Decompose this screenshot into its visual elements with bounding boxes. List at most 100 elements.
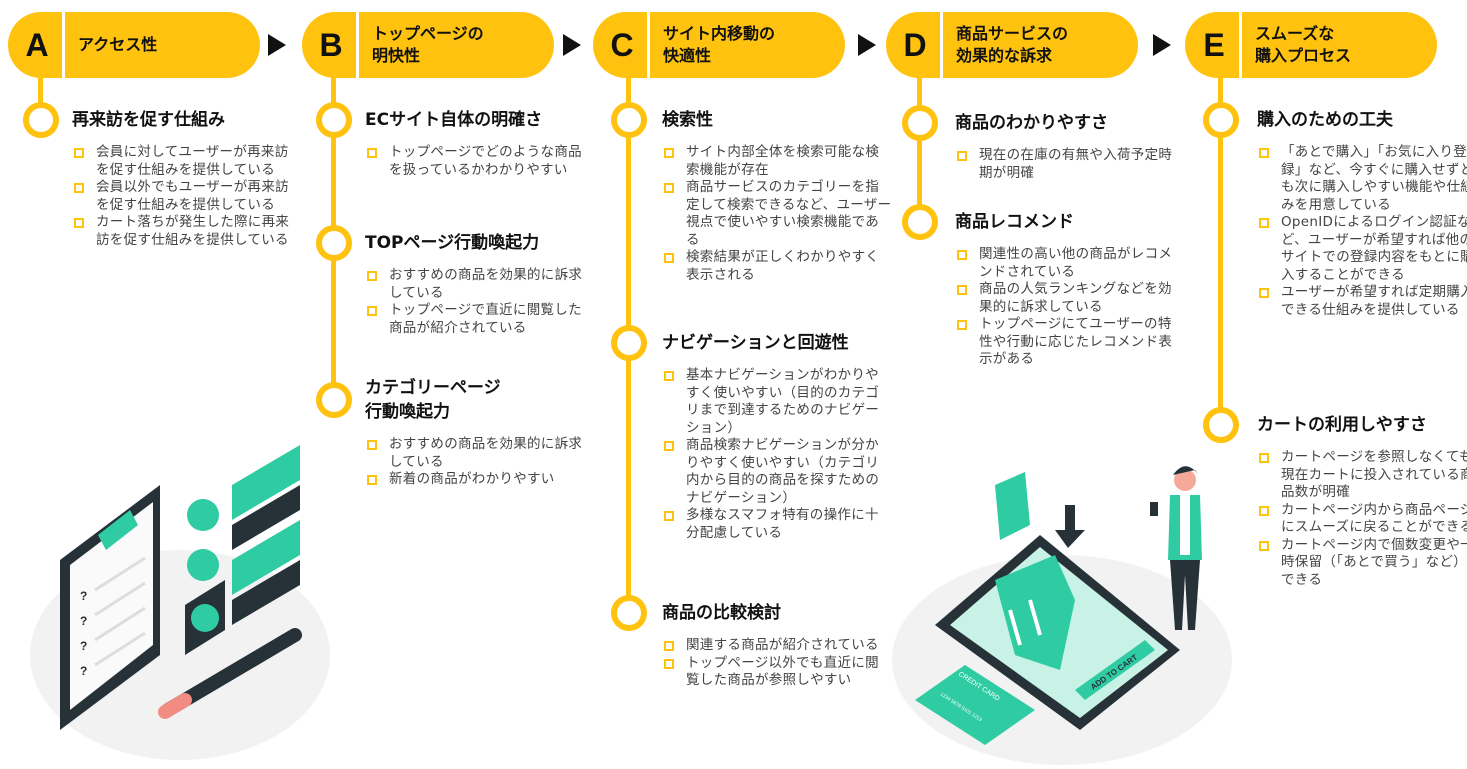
criteria-item-text: 新着の商品がわかりやすい	[389, 471, 555, 487]
criteria-item-text: トップページでどのような商品を扱っているかわかりやすい	[389, 144, 582, 178]
criteria-section: カートの利用しやすさカートページを参照しなくても、現在カートに投入されている商品…	[1257, 413, 1467, 589]
header-divider	[62, 12, 65, 78]
criteria-heading: 再来訪を促す仕組み	[72, 110, 225, 130]
square-bullet-icon	[664, 148, 674, 158]
criteria-item-text: 会員に対してユーザーが再来訪を促す仕組みを提供している	[96, 144, 289, 178]
criteria-list: 関連する商品が紹介されているトップページ以外でも直近に閲覧した商品が参照しやすい	[662, 637, 892, 690]
criteria-heading: 商品レコメンド	[955, 212, 1074, 232]
criteria-list: カートページを参照しなくても、現在カートに投入されている商品数が明確カートページ…	[1257, 449, 1467, 589]
criteria-item: 新着の商品がわかりやすい	[365, 471, 595, 489]
criteria-item: トップページでどのような商品を扱っているかわかりやすい	[365, 144, 595, 179]
person-figure	[1150, 466, 1202, 630]
criteria-item: 現在の在庫の有無や入荷予定時期が明確	[955, 147, 1185, 182]
criteria-item: トップページで直近に閲覧した商品が紹介されている	[365, 302, 595, 337]
criteria-item-text: 商品検索ナビゲーションが分かりやすく使いやすい（カテゴリ内から目的の商品を探すた…	[686, 437, 880, 506]
criteria-item-text: トップページ以外でも直近に閲覧した商品が参照しやすい	[686, 654, 879, 689]
square-bullet-icon	[74, 183, 84, 193]
criteria-item: 会員以外でもユーザーが再来訪を促す仕組みを提供している	[72, 179, 302, 214]
criteria-list: おすすめの商品を効果的に訴求しているトップページで直近に閲覧した商品が紹介されて…	[365, 267, 595, 337]
square-bullet-icon	[957, 285, 967, 295]
arrow-right-icon	[858, 34, 876, 56]
timeline-line	[917, 70, 922, 222]
criteria-list: トップページでどのような商品を扱っているかわかりやすい	[365, 144, 595, 179]
mobile-shopping-illustration: ADD TO CART CREDIT CARD 1234 5678 9101 1…	[892, 466, 1232, 765]
criteria-section: 商品のわかりやすさ現在の在庫の有無や入荷予定時期が明確	[955, 111, 1185, 182]
criteria-item-text: 商品サービスのカテゴリーを指定して検索できるなど、ユーザー視点で使いやすい検索機…	[686, 179, 892, 248]
square-bullet-icon	[957, 250, 967, 260]
criteria-section: 検索性サイト内部全体を検索可能な検索機能が存在商品サービスのカテゴリーを指定して…	[662, 108, 892, 284]
smile-face-icon	[187, 499, 219, 531]
stage-letter: D	[903, 26, 927, 63]
square-bullet-icon	[1259, 540, 1269, 551]
criteria-item: カートページを参照しなくても、現在カートに投入されている商品数が明確	[1257, 449, 1467, 502]
criteria-item-text: OpenIDによるログイン認証など、ユーザーが希望すれば他のサイトでの登録内容を…	[1281, 214, 1467, 283]
criteria-item: 商品の人気ランキングなどを効果的に訴求している	[955, 281, 1185, 316]
criteria-item-text: カートページを参照しなくても、現在カートに投入されている商品数が明確	[1281, 449, 1467, 500]
square-bullet-icon	[1259, 218, 1269, 228]
header-divider	[1239, 12, 1242, 78]
criteria-heading: カテゴリーページ 行動喚起力	[365, 378, 501, 422]
criteria-section: ECサイト自体の明確さトップページでどのような商品を扱っているかわかりやすい	[365, 108, 595, 179]
square-bullet-icon	[1259, 505, 1269, 516]
criteria-item-text: 関連する商品が紹介されている	[686, 637, 879, 653]
criteria-item-text: 基本ナビゲーションがわかりやすく使いやすい（目的のカテゴリまで到達するためのナビ…	[686, 367, 880, 436]
stage-header-c: C サイト内移動の 快適性	[593, 12, 845, 78]
criteria-item: 関連性の高い他の商品がレコメンドされている	[955, 246, 1185, 281]
svg-text:?: ?	[80, 614, 87, 628]
timeline-node-icon	[1203, 102, 1239, 138]
criteria-heading: ECサイト自体の明確さ	[365, 110, 543, 130]
criteria-item: カート落ちが発生した際に再来訪を促す仕組みを提供している	[72, 214, 302, 249]
criteria-item-text: 会員以外でもユーザーが再来訪を促す仕組みを提供している	[96, 179, 289, 213]
square-bullet-icon	[367, 306, 377, 316]
criteria-item-text: 「あとで購入」「お気に入り登録」など、今すぐに購入せずとも次に購入しやすい機能や…	[1281, 144, 1467, 213]
timeline-node-icon	[902, 204, 938, 240]
criteria-item: 会員に対してユーザーが再来訪を促す仕組みを提供している	[72, 144, 302, 179]
square-bullet-icon	[74, 218, 84, 228]
square-bullet-icon	[664, 441, 674, 451]
stage-title: スムーズな 購入プロセス	[1255, 24, 1352, 65]
criteria-list: おすすめの商品を効果的に訴求している新着の商品がわかりやすい	[365, 436, 595, 489]
criteria-item: OpenIDによるログイン認証など、ユーザーが希望すれば他のサイトでの登録内容を…	[1257, 214, 1467, 284]
criteria-item-text: 商品の人気ランキングなどを効果的に訴求している	[979, 281, 1172, 315]
arrow-right-icon	[268, 34, 286, 56]
criteria-section: 商品の比較検討関連する商品が紹介されているトップページ以外でも直近に閲覧した商品…	[662, 601, 892, 690]
criteria-item-text: サイト内部全体を検索可能な検索機能が存在	[686, 144, 880, 178]
criteria-item: 「あとで購入」「お気に入り登録」など、今すぐに購入せずとも次に購入しやすい機能や…	[1257, 144, 1467, 214]
timeline-node-icon	[316, 225, 352, 261]
shopping-bag-icon	[995, 472, 1030, 540]
criteria-heading: 商品のわかりやすさ	[955, 113, 1108, 133]
timeline-node-icon	[1203, 407, 1239, 443]
square-bullet-icon	[1259, 288, 1269, 298]
square-bullet-icon	[367, 271, 377, 281]
criteria-item: 多様なスマフォ特有の操作に十分配慮している	[662, 507, 892, 542]
square-bullet-icon	[957, 151, 967, 161]
criteria-item-text: 関連性の高い他の商品がレコメンドされている	[979, 246, 1173, 280]
criteria-item-text: カートページ内で個数変更や一時保留（「あとで買う」など）ができる	[1281, 536, 1467, 588]
stage-letter: A	[25, 26, 49, 63]
criteria-heading: TOPページ行動喚起力	[365, 233, 540, 253]
square-bullet-icon	[367, 440, 377, 450]
timeline-node-icon	[611, 325, 647, 361]
stage-letter: B	[319, 26, 343, 63]
criteria-list: 関連性の高い他の商品がレコメンドされている商品の人気ランキングなどを効果的に訴求…	[955, 246, 1185, 369]
criteria-item-text: カート落ちが発生した際に再来訪を促す仕組みを提供している	[96, 214, 290, 248]
criteria-item: ユーザーが希望すれば定期購入できる仕組みを提供している	[1257, 284, 1467, 319]
sad-face-icon	[187, 549, 219, 581]
criteria-list: 基本ナビゲーションがわかりやすく使いやすい（目的のカテゴリまで到達するためのナビ…	[662, 367, 892, 542]
header-divider	[647, 12, 650, 78]
stage-letter: C	[610, 26, 634, 63]
square-bullet-icon	[664, 253, 674, 263]
square-bullet-icon	[664, 641, 674, 651]
criteria-heading: 商品の比較検討	[662, 603, 781, 623]
stage-title: サイト内移動の 快適性	[663, 24, 776, 65]
criteria-item: おすすめの商品を効果的に訴求している	[365, 267, 595, 302]
square-bullet-icon	[367, 475, 377, 485]
criteria-section: TOPページ行動喚起力おすすめの商品を効果的に訴求しているトップページで直近に閲…	[365, 231, 595, 337]
criteria-section: 再来訪を促す仕組み会員に対してユーザーが再来訪を促す仕組みを提供している会員以外…	[72, 108, 302, 249]
timeline-node-icon	[316, 382, 352, 418]
timeline-node-icon	[902, 105, 938, 141]
square-bullet-icon	[664, 183, 674, 193]
